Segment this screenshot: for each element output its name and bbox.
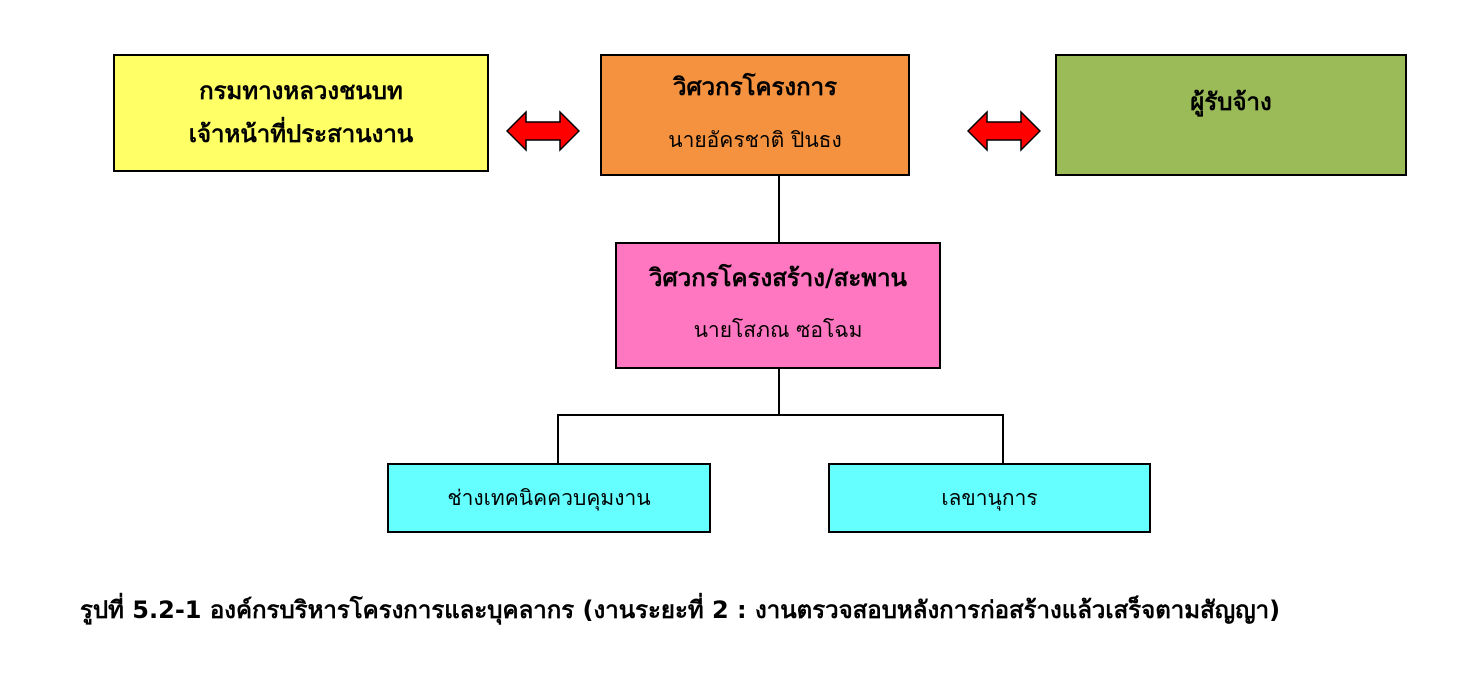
contractor-title: ผู้รับจ้าง: [1190, 88, 1272, 116]
connector-line: [1002, 414, 1004, 463]
structural-engineer-title: วิศวกรโครงสร้าง/สะพาน: [649, 263, 907, 292]
structural-engineer-name: นายโสภณ ซอโฉม: [693, 318, 863, 343]
project-engineer-box: วิศวกรโครงการ นายอัครชาติ ปินธง: [600, 54, 910, 176]
connector-line: [778, 176, 780, 242]
department-name: กรมทางหลวงชนบท: [199, 77, 403, 106]
connector-line: [778, 369, 780, 416]
contractor-box: ผู้รับจ้าง: [1055, 54, 1407, 176]
connector-line: [557, 414, 1004, 416]
secretary-box: เลขานุการ: [828, 463, 1151, 533]
technician-title: ช่างเทคนิคควบคุมงาน: [447, 485, 651, 510]
technician-box: ช่างเทคนิคควบคุมงาน: [387, 463, 711, 533]
figure-caption: รูปที่ 5.2-1 องค์กรบริหารโครงการและบุคลา…: [80, 596, 1281, 624]
connector-line: [557, 414, 559, 463]
project-engineer-name: นายอัครชาติ ปินธง: [668, 127, 842, 152]
secretary-title: เลขานุการ: [941, 485, 1038, 510]
department-role: เจ้าหน้าที่ประสานงาน: [188, 120, 414, 148]
project-engineer-title: วิศวกรโครงการ: [672, 73, 838, 102]
structural-engineer-box: วิศวกรโครงสร้าง/สะพาน นายโสภณ ซอโฉม: [615, 242, 941, 369]
double-arrow-icon: [967, 110, 1041, 152]
department-box: กรมทางหลวงชนบท เจ้าหน้าที่ประสานงาน: [113, 54, 489, 172]
double-arrow-icon: [506, 110, 580, 152]
